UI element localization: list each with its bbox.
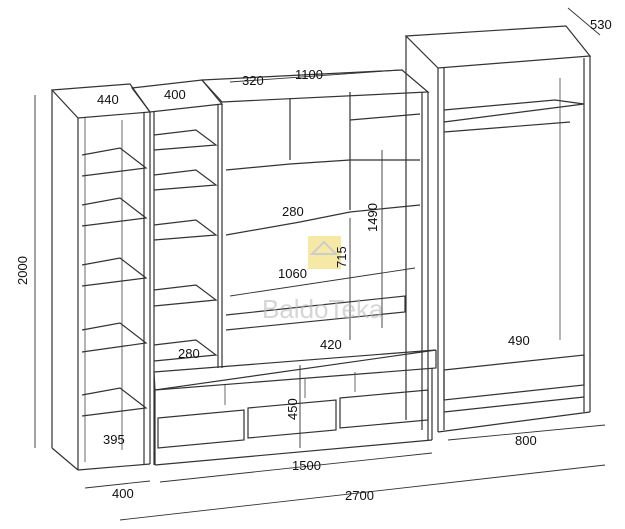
dim-tv-height: 715 (334, 246, 349, 268)
dim-wardrobe-inner: 490 (508, 333, 530, 348)
dim-left-width: 400 (112, 486, 134, 501)
dimension-labels: 440 400 320 1100 530 2000 280 1490 1060 … (15, 17, 612, 503)
watermark-text: BaldoTeka (262, 294, 384, 324)
dim-center-depth: 320 (242, 73, 264, 88)
center-section (153, 69, 437, 466)
wardrobe (404, 25, 592, 433)
narrow-tower (130, 79, 224, 465)
dim-drawer-height: 450 (285, 398, 300, 420)
dim-wardrobe-depth: 530 (590, 17, 612, 32)
dim-left-depth: 440 (97, 92, 119, 107)
dimension-lines (34, 7, 606, 521)
dim-wardrobe-width: 800 (515, 433, 537, 448)
dim-center-total: 1500 (292, 458, 321, 473)
dim-total-width: 2700 (345, 488, 374, 503)
dim-total-height: 2000 (15, 256, 30, 285)
dim-narrow-depth: 400 (164, 87, 186, 102)
dim-left-bottom: 395 (103, 432, 125, 447)
dim-inner-height: 1490 (365, 203, 380, 232)
dim-center-width: 1100 (295, 67, 323, 82)
dim-shelf-width: 280 (282, 204, 304, 219)
dim-tv-width: 1060 (278, 266, 307, 281)
dim-narrow-shelf: 280 (178, 346, 200, 361)
left-tower (50, 83, 152, 471)
watermark: BaldoTeka (262, 236, 384, 324)
dim-tv-base-depth: 420 (320, 337, 342, 352)
